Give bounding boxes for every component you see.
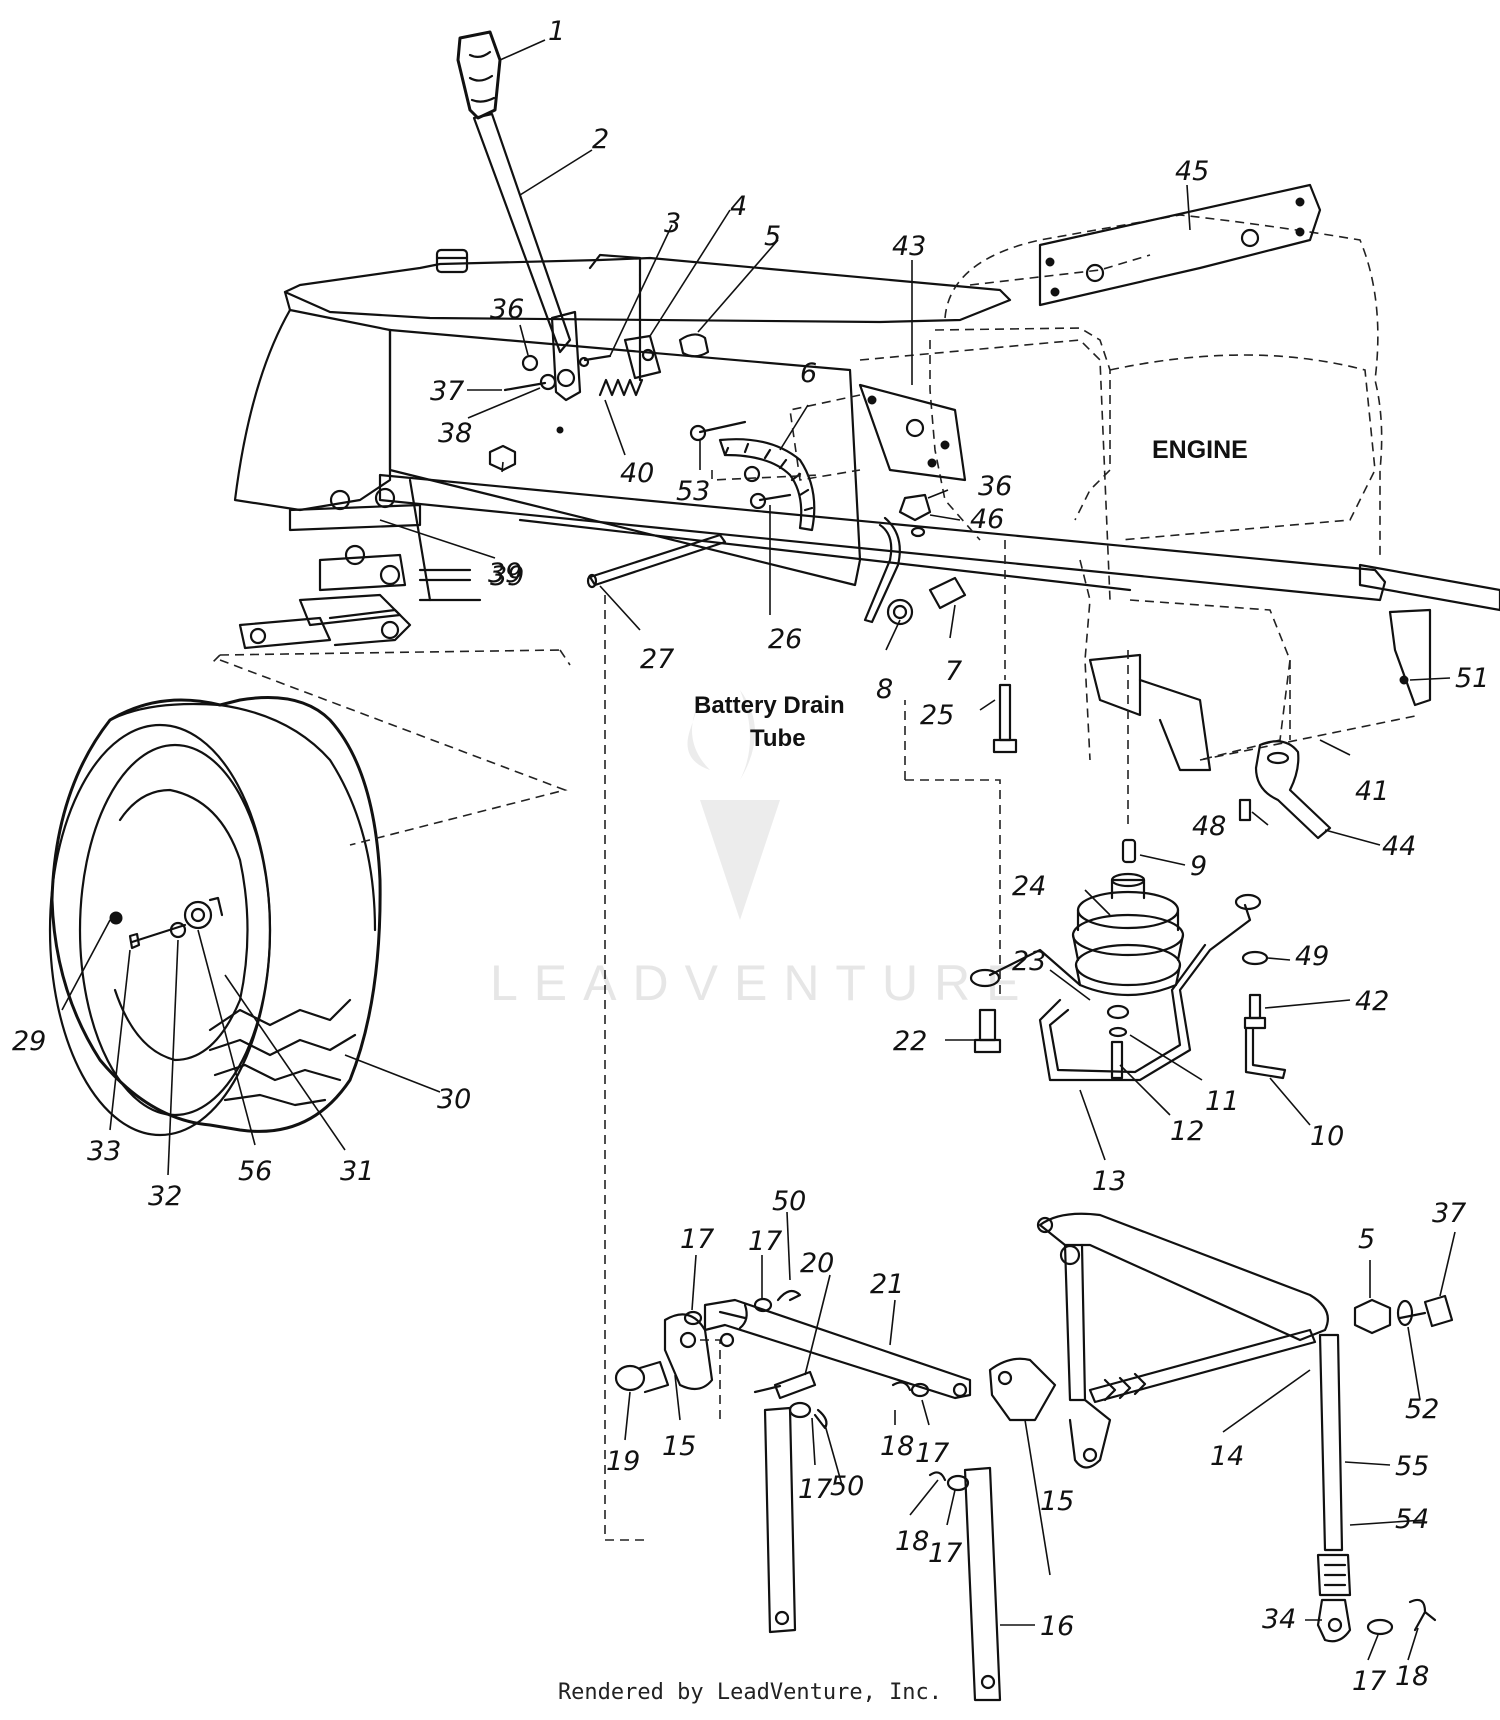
- watermark-text: LEADVENTURE: [490, 955, 1036, 1011]
- callout-12: 12: [1170, 1116, 1204, 1147]
- callout-25: 25: [920, 700, 954, 731]
- callout-17-a: 17: [680, 1224, 714, 1255]
- callout-55: 55: [1395, 1451, 1429, 1482]
- callout-27: 27: [640, 644, 674, 675]
- callout-50-upper: 50: [772, 1186, 806, 1217]
- callout-18-c: 18: [1395, 1661, 1429, 1692]
- callout-29: 29: [12, 1026, 46, 1057]
- callout-24: 24: [1012, 871, 1046, 902]
- callout-53: 53: [676, 476, 710, 507]
- callout-17-c: 17: [915, 1438, 949, 1469]
- bolt-25: [992, 540, 1018, 754]
- callout-18-b: 18: [895, 1526, 929, 1557]
- mounting-plate-43: [789, 383, 967, 482]
- callout-21: 21: [870, 1269, 904, 1300]
- shift-quadrant: [689, 420, 821, 532]
- callout-19: 19: [606, 1446, 640, 1477]
- callout-2: 2: [592, 124, 609, 155]
- tractor-frame: [209, 248, 1387, 666]
- callout-40: 40: [620, 458, 654, 489]
- callout-10: 10: [1310, 1121, 1344, 1152]
- callout-17-b: 17: [748, 1226, 782, 1257]
- callout-51: 51: [1455, 663, 1489, 694]
- callout-23: 23: [1012, 946, 1046, 977]
- callout-15-right: 15: [1040, 1486, 1074, 1517]
- callout-20: 20: [800, 1248, 834, 1279]
- callout-22: 22: [893, 1026, 927, 1057]
- callout-16: 16: [1040, 1611, 1074, 1642]
- callout-39-mid: 39: [490, 561, 524, 592]
- callout-36-upper: 36: [490, 294, 524, 325]
- callout-7: 7: [945, 656, 962, 687]
- callout-45: 45: [1175, 156, 1209, 187]
- engine: ENGINE: [929, 214, 1383, 761]
- callout-56: 56: [238, 1156, 272, 1187]
- callout-48: 48: [1192, 811, 1226, 842]
- battery-drain-parts: [863, 493, 967, 626]
- battery-drain-label: Battery Drain: [694, 692, 845, 719]
- callout-50-lower: 50: [830, 1471, 864, 1502]
- shift-lever: [456, 30, 710, 472]
- callout-1: 1: [548, 16, 565, 47]
- callout-18-a: 18: [880, 1431, 914, 1462]
- pulley-assembly: [904, 650, 1287, 1082]
- callout-26: 26: [768, 624, 802, 655]
- callout-15-left: 15: [662, 1431, 696, 1462]
- footer-credit: Rendered by LeadVenture, Inc.: [557, 1680, 943, 1705]
- callout-13: 13: [1092, 1166, 1126, 1197]
- callout-32: 32: [148, 1181, 182, 1212]
- callout-17-f: 17: [1352, 1666, 1386, 1697]
- callout-30: 30: [437, 1084, 471, 1115]
- callout-6: 6: [800, 358, 817, 389]
- callout-31: 31: [340, 1156, 374, 1187]
- callout-3: 3: [664, 208, 681, 239]
- engine-label: ENGINE: [1152, 436, 1248, 464]
- battery-tube-label: Tube: [750, 725, 806, 752]
- callout-37-lower: 37: [1432, 1198, 1466, 1229]
- callout-36-lower: 36: [978, 471, 1012, 502]
- callout-5-lower: 5: [1358, 1224, 1375, 1255]
- callout-9: 9: [1190, 851, 1207, 882]
- callout-38: 38: [438, 418, 472, 449]
- callout-34: 34: [1262, 1604, 1296, 1635]
- callout-17-e: 17: [928, 1538, 962, 1569]
- engine-mount-plate: [1038, 183, 1322, 307]
- callout-33: 33: [87, 1136, 121, 1167]
- leader-lines: [61, 39, 1456, 1661]
- callout-49: 49: [1295, 941, 1329, 972]
- callout-39-lower: 39: [488, 558, 522, 589]
- callout-54: 54: [1395, 1504, 1429, 1535]
- lower-linkage: [604, 595, 1454, 1702]
- rod-27: [586, 533, 727, 589]
- callout-37-upper: 37: [430, 376, 464, 407]
- callout-46: 46: [970, 504, 1004, 535]
- callout-5-upper: 5: [764, 221, 781, 252]
- callout-4: 4: [730, 191, 747, 222]
- callout-42: 42: [1355, 986, 1389, 1017]
- callout-43: 43: [892, 231, 926, 262]
- callout-11: 11: [1205, 1086, 1239, 1117]
- rear-wheel: [48, 659, 568, 1137]
- callout-14: 14: [1210, 1441, 1244, 1472]
- watermark: LEADVENTURE: [490, 690, 1036, 1011]
- callout-8: 8: [876, 674, 893, 705]
- callout-52: 52: [1405, 1394, 1439, 1425]
- callout-44: 44: [1382, 831, 1416, 862]
- callout-17-d: 17: [798, 1474, 832, 1505]
- callout-labels: 1 2 3 4 5 6 43 45 36 37 38 40 53 39 36 4…: [12, 16, 1489, 1697]
- rear-frame-parts: [1088, 563, 1500, 840]
- callout-41: 41: [1355, 776, 1389, 807]
